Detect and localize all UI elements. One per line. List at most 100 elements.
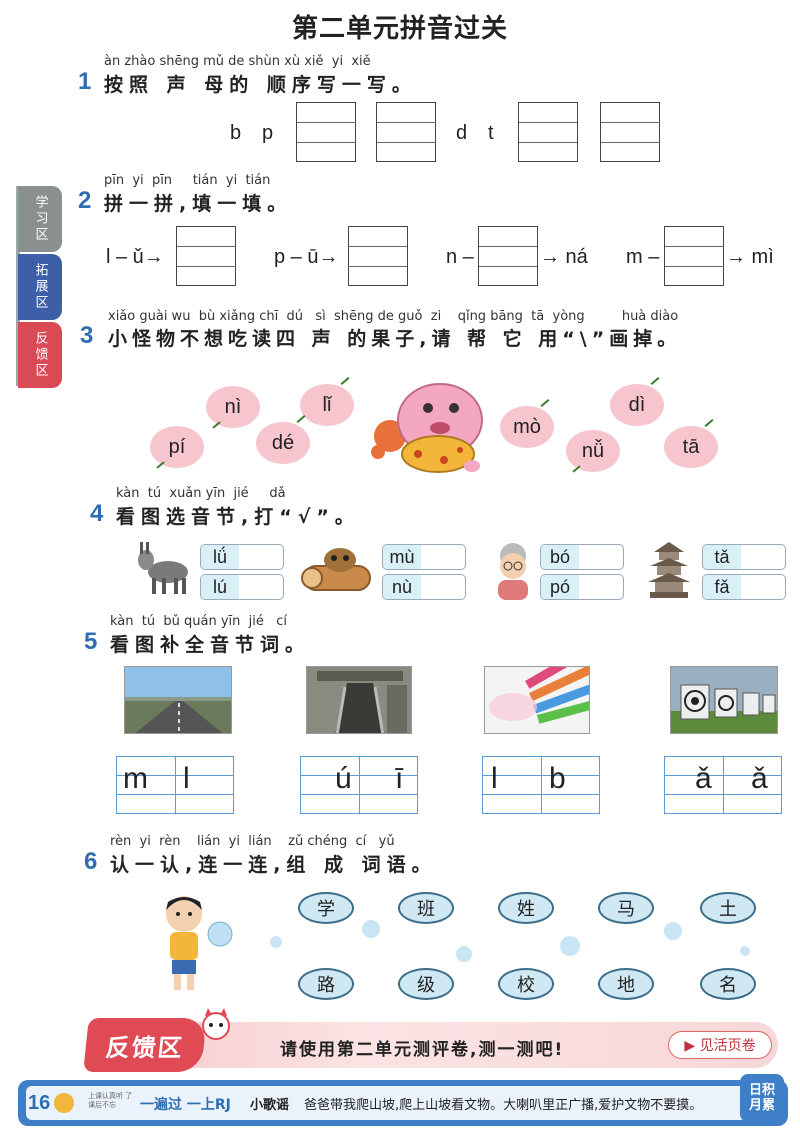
char-oval-top[interactable]: 学 (298, 892, 354, 924)
crayons-photo (484, 666, 590, 734)
pinyin-grid[interactable]: ǎ ǎ (664, 756, 782, 814)
q2-item-left: p – ū→ (274, 246, 339, 268)
grid-letter: m (123, 762, 148, 795)
grid-letter: b (549, 762, 566, 795)
q3-pinyin: xiǎo guài wu bù xiǎng chī dú sì shēng de… (108, 309, 679, 324)
fruit[interactable]: mò (500, 399, 554, 448)
pinyin-grid[interactable]: l b (482, 756, 600, 814)
fruit[interactable]: pí (150, 426, 204, 469)
option-label: lú (201, 575, 239, 599)
char-oval-bottom[interactable]: 级 (398, 968, 454, 1000)
option-box[interactable]: tǎ (702, 544, 786, 570)
q5-number: 5 (84, 628, 98, 655)
feedback-text: 请使用第二单元测评卷,测一测吧! (280, 1040, 565, 1060)
fruit-label: mò (513, 415, 541, 438)
fruit[interactable]: nì (206, 386, 260, 429)
q2-item-left: m – (626, 246, 660, 268)
pinyin-grid[interactable]: ú ī (300, 756, 418, 814)
fruit-label: dì (628, 393, 646, 416)
char-oval-top[interactable]: 马 (598, 892, 654, 924)
q2-writing-box[interactable] (348, 226, 408, 286)
fruit[interactable]: dé (256, 415, 310, 464)
q1-writing-box[interactable] (296, 102, 356, 162)
char-oval-bottom[interactable]: 校 (498, 968, 554, 1000)
bubble-icon (362, 920, 380, 938)
char-oval-bottom[interactable]: 路 (298, 968, 354, 1000)
pinyin-grid[interactable]: m l (116, 756, 234, 814)
donkey-icon (138, 542, 188, 594)
q2-text: 拼一拼,填一填。 (104, 193, 293, 215)
q2-pinyin: pīn yi pīn tián yi tián (104, 173, 271, 188)
grid-letter: ǎ (751, 762, 768, 795)
fruit[interactable]: lǐ (300, 377, 354, 426)
q2-item-right: → mì (726, 246, 774, 268)
page-number: 16 (28, 1091, 51, 1114)
char-oval-top[interactable]: 土 (700, 892, 756, 924)
q1-pinyin: àn zhào shēng mǔ de shùn xù xiě yi xiě (104, 54, 371, 69)
grid-letter: ī (395, 762, 404, 795)
option-label: pó (541, 575, 579, 599)
road-photo (124, 666, 232, 734)
q1-letter: d (456, 122, 468, 144)
escalator-photo (306, 666, 412, 734)
bubble-icon (560, 936, 580, 956)
q2-writing-box[interactable] (478, 226, 538, 286)
footer-tiny-text: 上课认真听 了课后不忘 (88, 1092, 133, 1109)
q2-writing-box[interactable] (176, 226, 236, 286)
monster-icon (371, 383, 483, 473)
grid-letter: l (183, 762, 190, 795)
q4-text: 看图选音节,打“√”。 (116, 506, 360, 528)
fruit[interactable]: nǚ (566, 430, 620, 473)
q3-text: 小怪物不想吃读四 声 的果子,请 帮 它 用“\”画掉。 (108, 328, 682, 350)
option-box[interactable]: lǘ (200, 544, 284, 570)
option-label: fǎ (703, 575, 741, 599)
fruit-label: lǐ (322, 393, 332, 416)
grid-letter: ǎ (695, 762, 712, 795)
q4-number: 4 (90, 500, 104, 527)
char-oval-top[interactable]: 班 (398, 892, 454, 924)
option-box[interactable]: lú (200, 574, 284, 600)
option-label: bó (541, 545, 579, 569)
char-oval-top[interactable]: 姓 (498, 892, 554, 924)
option-label: lǘ (201, 545, 239, 569)
log-animal-icon (301, 548, 371, 591)
fruit-label: nì (224, 395, 242, 418)
option-label: mù (383, 545, 421, 569)
option-box[interactable]: bó (540, 544, 624, 570)
q1-writing-box[interactable] (518, 102, 578, 162)
fruit-label: pí (168, 435, 186, 458)
tab-feedback[interactable]: 反馈区 (18, 322, 62, 388)
boy-icon (166, 896, 233, 990)
q1-letter: t (488, 122, 494, 144)
song-text: 爸爸带我爬山坡,爬上山坡看文物。大喇叭里正广播,爱护文物不要摸。 (304, 1098, 703, 1113)
q2-writing-box[interactable] (664, 226, 724, 286)
footer-bar (18, 1080, 788, 1126)
q2-item-right: → ná (540, 246, 588, 268)
q1-letter: b (230, 122, 242, 144)
q5-pinyin: kàn tú bǔ quán yīn jié cí (110, 614, 288, 629)
fruit[interactable]: dì (610, 377, 664, 426)
grid-letter: ú (335, 762, 352, 795)
option-box[interactable]: fǎ (702, 574, 786, 600)
q2-number: 2 (78, 187, 92, 214)
cat-mascot-icon (202, 1008, 230, 1040)
bubble-icon (740, 946, 750, 956)
feedback-label: 反馈区 (83, 1018, 207, 1072)
q1-text: 按照 声 母的 顺序写一写。 (104, 74, 417, 96)
option-box[interactable]: pó (540, 574, 624, 600)
page-title: 第二单元拼音过关 (291, 14, 508, 44)
q1-writing-box[interactable] (376, 102, 436, 162)
option-box[interactable]: mù (382, 544, 466, 570)
fruit[interactable]: tā (664, 419, 718, 468)
tab-study[interactable]: 学习区 (18, 186, 62, 252)
q1-writing-box[interactable] (600, 102, 660, 162)
q4-pinyin: kàn tú xuǎn yīn jié dǎ (116, 486, 286, 501)
song-label: 小歌谣 (250, 1098, 290, 1113)
char-oval-bottom[interactable]: 名 (700, 968, 756, 1000)
q3-number: 3 (80, 322, 94, 349)
tab-extend[interactable]: 拓展区 (18, 254, 62, 320)
option-box[interactable]: nù (382, 574, 466, 600)
q6-text: 认一认,连一连,组 成 词语。 (110, 854, 437, 876)
char-oval-bottom[interactable]: 地 (598, 968, 654, 1000)
see-loose-leaf-button[interactable]: ▶ 见活页卷 (668, 1031, 772, 1059)
